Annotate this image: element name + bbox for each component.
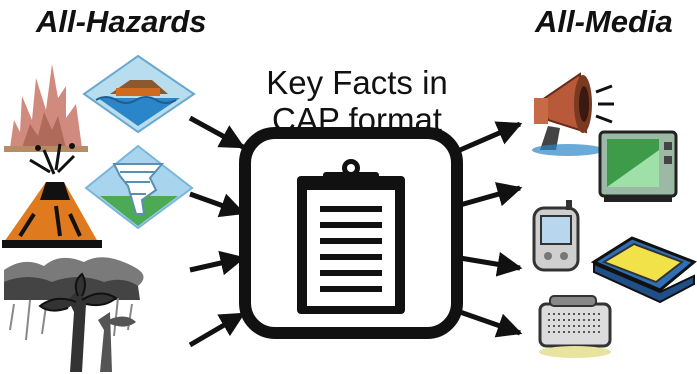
input-arrow-2 — [189, 191, 246, 218]
output-arrow-3 — [459, 251, 523, 277]
output-arrow-4 — [459, 309, 523, 338]
volcano-icon — [2, 143, 102, 248]
output-arrows — [459, 121, 523, 338]
output-arrow-2 — [459, 182, 523, 208]
pda-icon — [532, 200, 580, 272]
clipboard-icon — [297, 159, 405, 314]
flood-icon — [82, 54, 196, 134]
tornado-icon — [84, 144, 194, 230]
input-arrows — [188, 115, 246, 348]
storm-icon — [4, 257, 144, 372]
input-arrow-1 — [188, 115, 246, 150]
all-hazards-heading: All-Hazards — [36, 4, 207, 39]
input-arrow-3 — [189, 250, 246, 276]
television-icon — [598, 130, 678, 202]
fire-icon — [4, 64, 88, 152]
caption-line-1: Key Facts in — [266, 64, 448, 101]
output-arrow-1 — [459, 121, 523, 153]
laptop-icon — [590, 236, 697, 304]
all-media-heading: All-Media — [535, 4, 673, 39]
radio-icon — [538, 295, 612, 358]
input-arrow-4 — [188, 311, 246, 348]
megaphone-icon — [532, 72, 614, 156]
